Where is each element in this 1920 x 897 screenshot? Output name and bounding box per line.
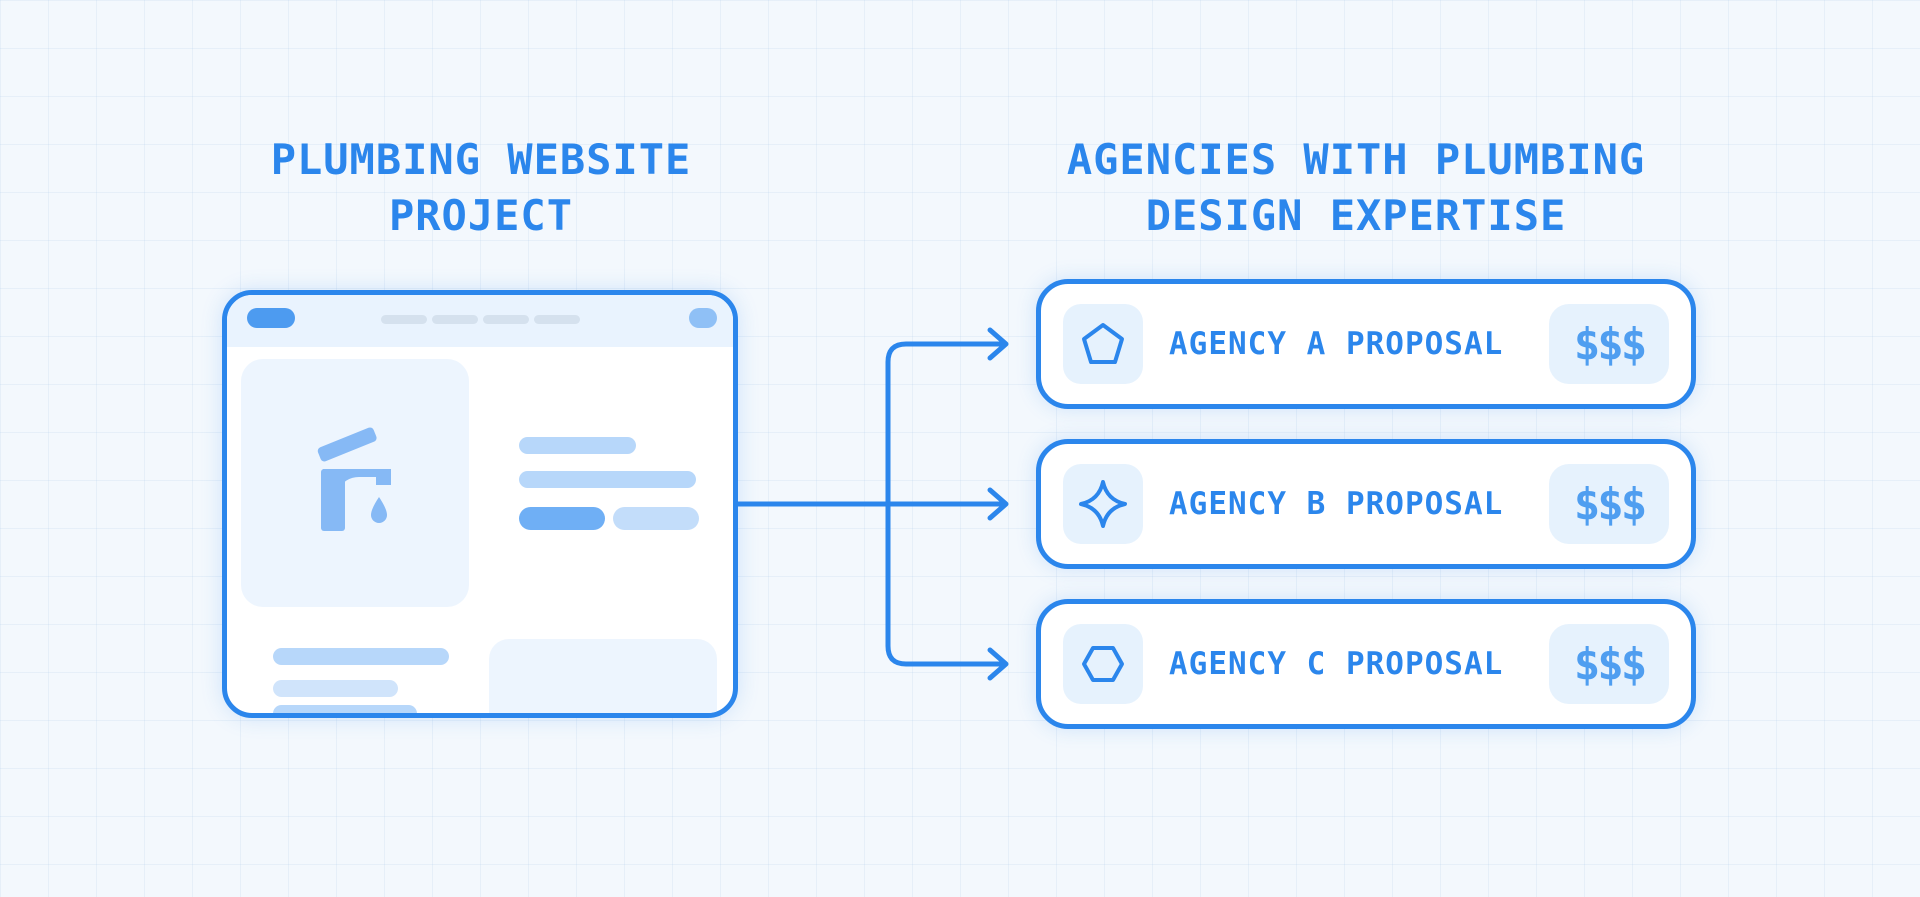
- agency-c-icon-tile: [1063, 624, 1143, 704]
- agency-b-label: AGENCY B PROPOSAL: [1169, 486, 1504, 522]
- agencies-heading-line-1: AGENCIES WITH PLUMBING: [1066, 135, 1646, 184]
- card-placeholder: [489, 639, 717, 713]
- agencies-heading-line-2: DESIGN EXPERTISE: [1145, 191, 1567, 240]
- hero-image-panel: [241, 359, 469, 607]
- text-placeholder: [273, 648, 449, 665]
- project-heading-line-2: PROJECT: [388, 191, 573, 240]
- nav-placeholder: [381, 315, 427, 324]
- hexagon-icon: [1082, 646, 1124, 682]
- nav-placeholder: [432, 315, 478, 324]
- website-mockup: [222, 290, 738, 718]
- agency-a-icon-tile: [1063, 304, 1143, 384]
- primary-cta-placeholder: [519, 507, 605, 530]
- project-heading-line-1: PLUMBING WEBSITE: [270, 135, 692, 184]
- faucet-icon: [317, 427, 391, 531]
- agency-c-label: AGENCY C PROPOSAL: [1169, 646, 1504, 682]
- agency-c-price: $$$: [1549, 624, 1669, 704]
- agency-b-icon-tile: [1063, 464, 1143, 544]
- agency-card-c[interactable]: AGENCY C PROPOSAL $$$: [1036, 599, 1696, 729]
- project-heading: PLUMBING WEBSITE PROJECT: [221, 132, 741, 244]
- text-placeholder: [273, 680, 398, 697]
- agencies-heading: AGENCIES WITH PLUMBING DESIGN EXPERTISE: [1036, 132, 1676, 244]
- subtext-placeholder: [519, 471, 696, 488]
- agency-a-price: $$$: [1549, 304, 1669, 384]
- sparkle-icon: [1079, 480, 1127, 528]
- arrowhead-a: [987, 327, 1009, 361]
- arrowhead-b: [987, 487, 1009, 521]
- browser-toolbar: [227, 295, 733, 347]
- nav-placeholder: [483, 315, 529, 324]
- connector-line-a: [885, 341, 1007, 667]
- arrowhead-c: [987, 647, 1009, 681]
- text-placeholder: [273, 705, 417, 713]
- pentagon-icon: [1082, 323, 1124, 364]
- agency-card-b[interactable]: AGENCY B PROPOSAL $$$: [1036, 439, 1696, 569]
- agency-b-price: $$$: [1549, 464, 1669, 544]
- agency-a-label: AGENCY A PROPOSAL: [1169, 326, 1504, 362]
- agency-card-a[interactable]: AGENCY A PROPOSAL $$$: [1036, 279, 1696, 409]
- headline-placeholder: [519, 437, 636, 454]
- secondary-cta-placeholder: [613, 507, 699, 530]
- browser-menu-pill: [689, 308, 717, 328]
- nav-placeholder: [534, 315, 580, 324]
- browser-logo-pill: [247, 308, 295, 328]
